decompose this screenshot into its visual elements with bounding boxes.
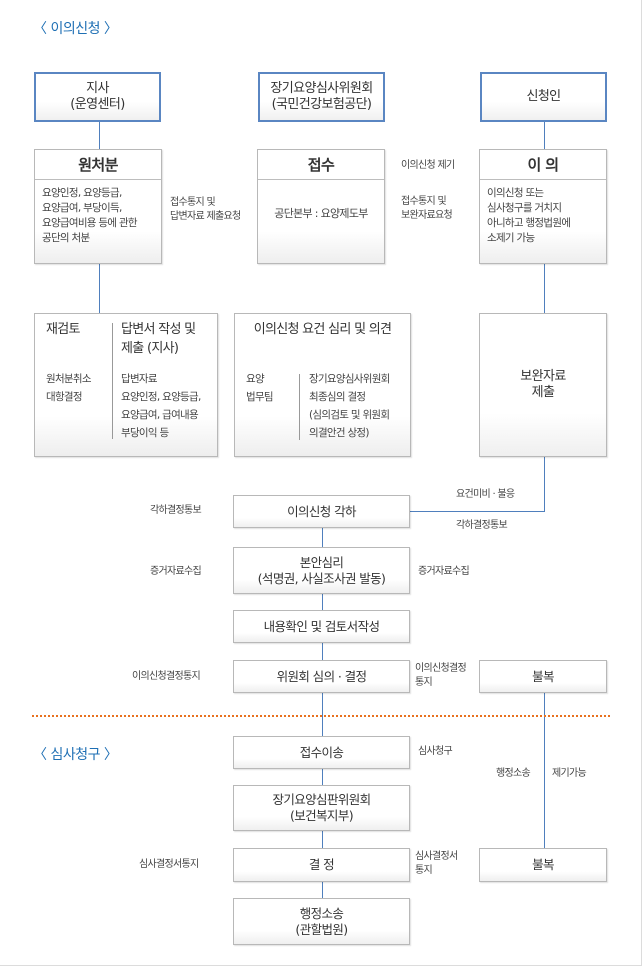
objection-body: 이의신청 또는 심사청구를 거치지 아니하고 행정법원에 소제기 가능 [487,187,571,244]
disagree-box-2: 불복 [479,848,607,882]
review-request-label: 심사청구 [418,746,453,757]
requirement-divider [299,374,300,440]
admin-suit-label: 행정소송 [496,768,531,779]
original-disposition-body: 요양인정, 요양등급, 요양급여, 부당이득, 요양급여비용 등에 관한 공단의… [42,187,138,244]
branch-office-label: 지사 (운영센터) [70,81,125,112]
reexamine-card [34,313,218,457]
review-committee-box: 장기요양심사위원회 (국민건강보험공단) [258,72,385,122]
transfer-box: 접수이송 [233,736,410,769]
dismiss-box: 이의신청 각하 [233,495,410,528]
decision-notice-left-label: 이의신청결정통지 [132,671,201,682]
dismiss-notice-right-label: 각하결정통보 [456,520,508,531]
review-committee-label: 장기요양심사위원회 (국민건강보험공단) [270,81,373,112]
lawsuit-box: 행정소송 (관할법원) [233,898,410,945]
branch-office-box: 지사 (운영센터) [34,72,161,122]
connector-line [99,264,100,313]
requirement-missing-label: 요건미비 · 불응 [456,489,515,500]
requirement-body: 장기요양심사위원회 최종심의 결정 (심의검토 및 위원회 의결안건 상정) [309,373,390,439]
objection-title: 이 의 [480,150,606,180]
notify-request-label: 접수통지 및 답변자료 제출요청 [170,197,241,222]
connector-line [322,594,323,611]
hearing-label: 본안심리 (석명권, 사실조사권 발동) [257,554,386,586]
requirement-card [234,313,411,457]
evidence-left-label: 증거자료수집 [150,566,202,577]
connector-line [322,831,323,849]
connector-line [544,264,545,313]
objection-card: 이 의 이의신청 또는 심사청구를 거치지 아니하고 행정법원에 소제기 가능 [479,149,607,264]
tribunal-label: 장기요양심판위원회 (보건복지부) [272,792,371,823]
reexamine-body: 원처분취소 대항결정 [46,373,92,403]
committee-decision-label: 위원회 심의 · 결정 [276,668,367,684]
applicant-box: 신청인 [480,72,607,122]
supplement-label: 보완자료 제출 [520,369,566,400]
notify-supplement-label: 접수통지 및 보완자료요청 [401,196,453,221]
answer-body: 답변자료 요양인정, 요양등급, 요양급여, 급여내용 부당이익 등 [121,373,201,439]
receipt-body: 공단본부 : 요양제도부 [274,207,368,220]
review-notice-left-label: 심사결정서통지 [139,859,199,870]
connector-line [410,511,545,512]
review-doc-label: 내용확인 및 검토서작성 [263,618,380,634]
disagree-label-1: 불복 [532,668,554,684]
can-file-label: 제기가능 [552,768,587,779]
hearing-box: 본안심리 (석명권, 사실조사권 발동) [233,547,410,594]
connector-line [322,692,323,737]
final-decision-label: 결 정 [308,857,335,872]
requirement-title: 이의신청 요건 심리 및 의견 [253,322,392,337]
connector-line [99,121,100,149]
review-notice-right-label: 심사결정서 통지 [415,851,458,876]
supplement-box: 보완자료 제출 [479,313,607,457]
connector-line [322,769,323,785]
original-disposition-card: 원처분 요양인정, 요양등급, 요양급여, 부당이득, 요양급여비용 등에 관한… [34,149,162,264]
dismiss-label: 이의신청 각하 [287,503,356,519]
review-doc-box: 내용확인 및 검토서작성 [233,610,410,643]
decision-notice-right-label: 이의신청결정 통지 [415,663,467,688]
applicant-label: 신청인 [526,89,561,104]
section-separator [32,715,610,717]
connector-line [544,456,545,512]
requirement-team: 요양 법무팀 [246,373,274,403]
dismiss-notice-left-label: 각하결정통보 [150,505,202,516]
connector-line [322,881,323,899]
section-title-review: 〈 심사청구 〉 [33,747,118,763]
evidence-right-label: 증거자료수집 [418,566,470,577]
answer-title: 답변서 작성 및 제출 (지사) [121,322,196,356]
disagree-box-1: 불복 [479,660,607,693]
connector-line [322,643,323,661]
final-decision-box: 결 정 [233,848,410,882]
committee-decision-box: 위원회 심의 · 결정 [233,660,410,693]
receipt-card: 접수 공단본부 : 요양제도부 [257,149,385,264]
original-disposition-title: 원처분 [35,150,161,180]
tribunal-box: 장기요양심판위원회 (보건복지부) [233,785,410,831]
connector-line [544,121,545,149]
reexamine-divider [112,323,113,439]
section-title-objection: 〈 이의신청 〉 [33,21,118,37]
connector-line [544,692,545,849]
disagree-label-2: 불복 [532,857,554,872]
lawsuit-label: 행정소송 (관할법원) [295,905,348,937]
receipt-title: 접수 [258,150,384,180]
transfer-label: 접수이송 [299,744,344,760]
objection-filed-label: 이의신청 제기 [401,160,455,171]
reexamine-title: 재검토 [46,322,80,337]
connector-line [322,528,323,548]
